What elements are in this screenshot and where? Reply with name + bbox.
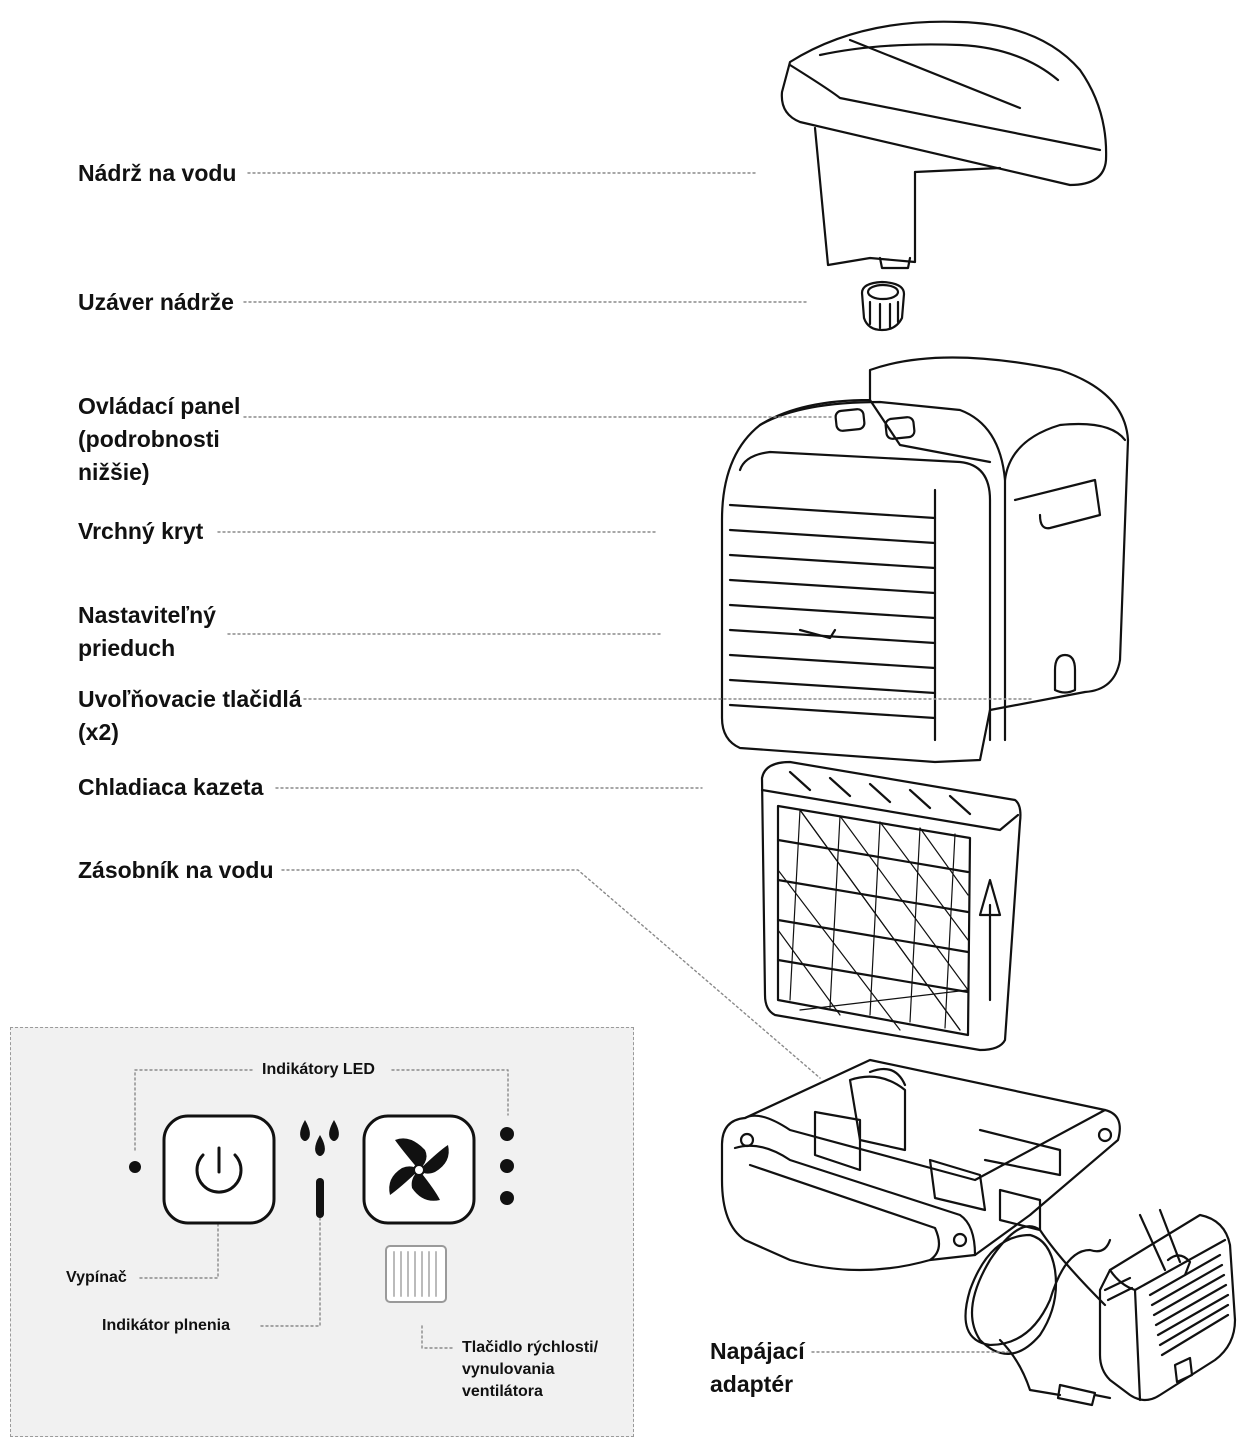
label-adjustable-vent-1: Nastaviteľný <box>78 602 216 628</box>
control-panel-detail <box>129 1069 514 1349</box>
led-dot-icon <box>129 1161 141 1173</box>
label-power-adapter-2: adaptér <box>710 1371 794 1397</box>
water-reservoir-illustration <box>720 1058 1121 1272</box>
label-fan-button-2: vynulovania <box>462 1361 555 1378</box>
label-control-panel-1: Ovládací panel <box>78 393 241 419</box>
fan-icon <box>389 1138 449 1201</box>
label-control-panel-3: nižšie) <box>78 459 150 485</box>
filter-icon <box>385 1245 447 1303</box>
main-body-illustration <box>720 356 1130 764</box>
label-control-panel-2: (podrobnosti <box>78 426 220 452</box>
label-tank-cap: Uzáver nádrže <box>78 289 234 315</box>
label-fill-indicator: Indikátor plnenia <box>102 1317 231 1334</box>
label-release-buttons-1: Uvoľňovacie tlačidlá <box>78 686 302 712</box>
label-power-switch: Vypínač <box>66 1269 127 1286</box>
label-release-buttons-2: (x2) <box>78 719 119 745</box>
cooling-cartridge-illustration <box>760 760 1022 1052</box>
label-cooling-cartridge: Chladiaca kazeta <box>78 774 264 800</box>
leader-lines <box>217 172 1033 1353</box>
label-fan-button-1: Tlačidlo rýchlosti/ <box>462 1339 599 1356</box>
label-led-indicators: Indikátory LED <box>262 1061 375 1078</box>
control-panel-detail-box <box>10 1027 634 1437</box>
label-power-adapter-1: Napájací <box>710 1338 805 1364</box>
water-tank-illustration <box>780 20 1108 270</box>
label-water-reservoir: Zásobník na vodu <box>78 857 274 883</box>
label-water-tank: Nádrž na vodu <box>78 160 237 186</box>
power-button <box>162 1114 276 1225</box>
tank-cap-illustration <box>860 280 906 332</box>
fill-indicator-bar <box>316 1178 324 1218</box>
label-adjustable-vent-2: prieduch <box>78 635 176 661</box>
led-dot-icon <box>500 1127 514 1205</box>
fan-button <box>362 1114 476 1225</box>
power-adapter-illustration <box>964 1208 1237 1407</box>
label-top-cover: Vrchný kryt <box>78 518 204 544</box>
label-fan-button-3: ventilátora <box>462 1383 543 1400</box>
water-drop-icon <box>300 1120 339 1156</box>
